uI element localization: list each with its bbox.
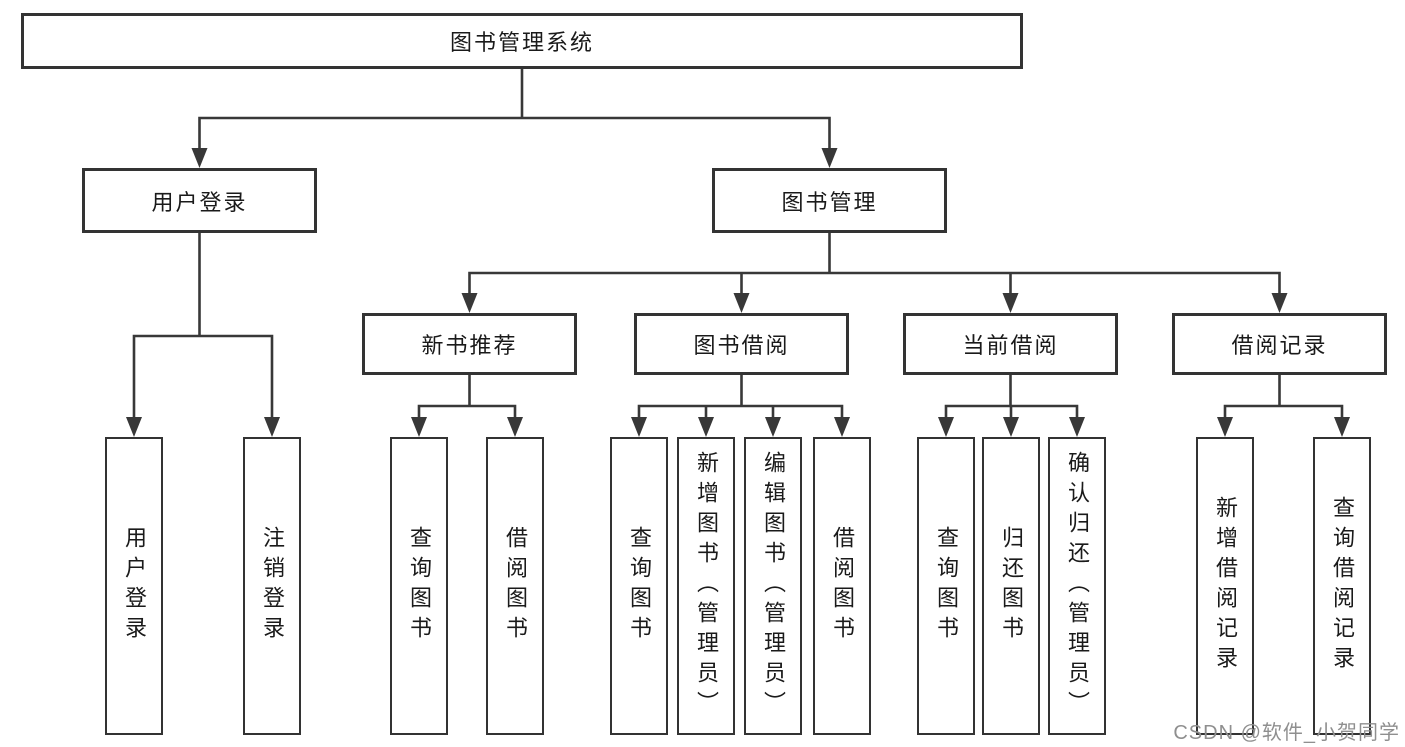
arrowhead-leaf-3 (411, 417, 427, 437)
leaf-query-books-recommend: 查询图书 (390, 437, 448, 735)
connector-recommend-split (417, 404, 517, 421)
arrowhead-leaf-1 (126, 417, 142, 437)
leaf-return-books: 归还图书 (982, 437, 1040, 735)
node-user-login: 用户登录 (82, 168, 317, 233)
arrowhead-leaf-4 (507, 417, 523, 437)
connector-root-split (198, 116, 831, 152)
node-label: 用户登录 (151, 189, 248, 215)
node-label: 用户登录 (122, 526, 147, 646)
node-new-book-recommendation: 新书推荐 (362, 313, 577, 375)
leaf-query-books-borrow: 查询图书 (610, 437, 668, 735)
node-borrowing-records: 借阅记录 (1172, 313, 1387, 375)
node-label: 图书管理系统 (449, 30, 594, 55)
arrowhead-leaf-5 (631, 417, 647, 437)
connector-records-split (1223, 404, 1344, 421)
arrowhead-leaf-13 (1334, 417, 1350, 437)
node-label: 新书推荐 (421, 333, 518, 358)
node-label: 归还图书 (999, 526, 1024, 646)
node-label: 注销登录 (260, 526, 285, 646)
node-label: 查询图书 (934, 526, 959, 646)
arrowhead-recommend (461, 293, 478, 313)
node-label: 图书借阅 (693, 333, 790, 358)
leaf-query-borrow-record: 查询借阅记录 (1313, 437, 1371, 735)
leaf-borrow-books-borrow: 借阅图书 (813, 437, 871, 735)
connector-book-management-split (468, 271, 1281, 297)
arrowhead-records (1271, 293, 1288, 313)
node-library-management-system: 图书管理系统 (21, 13, 1023, 69)
leaf-add-books-admin: 新增图书（管理员） (677, 437, 735, 735)
node-label: 查询图书 (627, 526, 652, 646)
arrowhead-leaf-9 (938, 417, 954, 437)
node-current-borrowing: 当前借阅 (903, 313, 1118, 375)
arrowhead-book-management (821, 148, 838, 168)
arrowhead-leaf-7 (765, 417, 781, 437)
arrowhead-borrowing (733, 293, 750, 313)
leaf-confirm-return-admin: 确认归还（管理员） (1048, 437, 1106, 735)
connector-user-login-split (132, 334, 274, 421)
node-label: 借阅图书 (503, 526, 528, 646)
connector-borrowing-split (637, 404, 844, 421)
node-label: 查询图书 (407, 526, 432, 646)
node-label: 新增借阅记录 (1213, 496, 1238, 676)
node-label: 查询借阅记录 (1330, 496, 1355, 676)
arrowhead-leaf-12 (1217, 417, 1233, 437)
arrowhead-leaf-8 (834, 417, 850, 437)
node-book-borrowing: 图书借阅 (634, 313, 849, 375)
csdn-watermark: CSDN @软件_小贺同学 (1173, 722, 1400, 744)
leaf-borrow-books-recommend: 借阅图书 (486, 437, 544, 735)
arrowhead-leaf-10 (1003, 417, 1019, 437)
node-label: 借阅记录 (1231, 333, 1328, 358)
node-label: 当前借阅 (962, 333, 1059, 358)
arrowhead-current (1002, 293, 1019, 313)
node-label: 确认归还（管理员） (1065, 451, 1090, 721)
leaf-edit-books-admin: 编辑图书（管理员） (744, 437, 802, 735)
leaf-logout-login: 注销登录 (243, 437, 301, 735)
leaf-query-books-current: 查询图书 (917, 437, 975, 735)
node-book-management: 图书管理 (712, 168, 947, 233)
arrowhead-leaf-6 (698, 417, 714, 437)
leaf-add-borrow-record: 新增借阅记录 (1196, 437, 1254, 735)
node-label: 图书管理 (781, 189, 878, 215)
node-label: 编辑图书（管理员） (761, 451, 786, 721)
arrowhead-leaf-11 (1069, 417, 1085, 437)
node-label: 借阅图书 (830, 526, 855, 646)
arrowhead-leaf-2 (264, 417, 280, 437)
leaf-user-login: 用户登录 (105, 437, 163, 735)
arrowhead-user-login (191, 148, 208, 168)
node-label: 新增图书（管理员） (694, 451, 719, 721)
